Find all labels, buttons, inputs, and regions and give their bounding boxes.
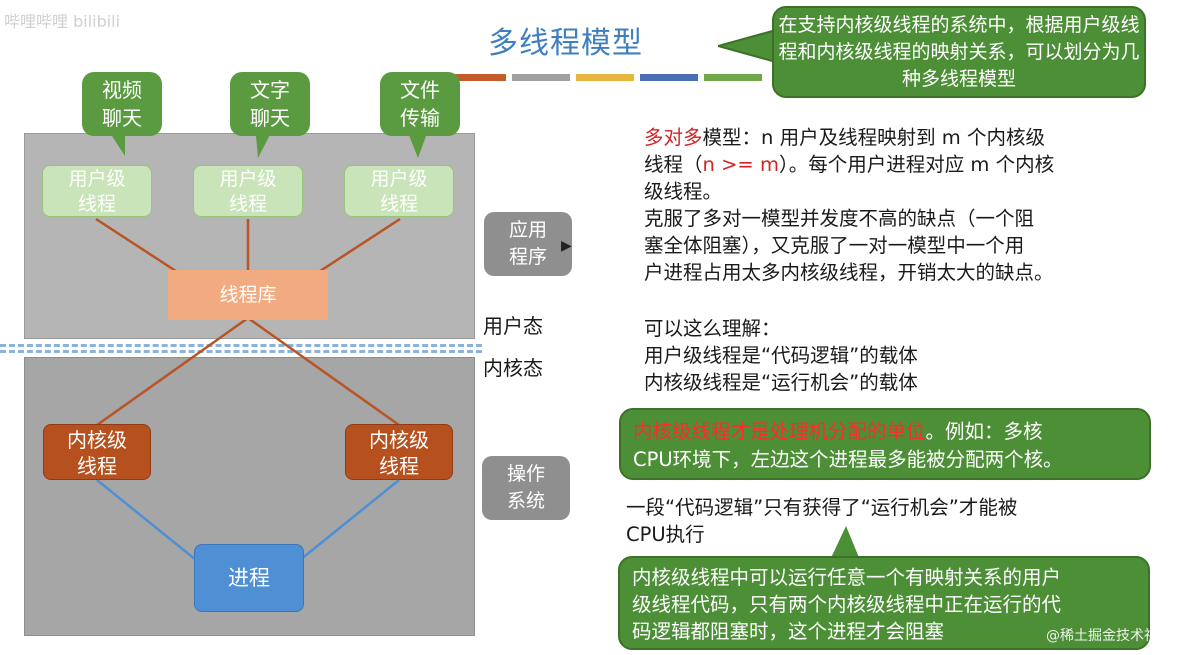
os-tag-label: 操作 系统 [506,463,545,512]
thread-library: 线程库 [168,270,328,320]
app-bubble-file-transfer: 文件 传输 [380,72,460,136]
os-tag: 操作 系统 [482,456,570,520]
process-box: 进程 [194,544,304,612]
app-bubble-video-chat: 视频 聊天 [82,72,162,136]
understand-line3: 内核级线程是“运行机会”的载体 [644,371,918,394]
user-mode-label: 用户态 [483,314,543,338]
kernel-thread-label: 内核级 线程 [369,428,429,478]
app-label: 文字 聊天 [250,78,290,130]
understanding-text: 可以这么理解： 用户级线程是“代码逻辑”的载体 内核级线程是“运行机会”的载体 [644,315,1164,396]
mode-boundary-line [0,344,482,347]
model-line1: 模型：n 用户及线程映射到 m 个内核级 [702,126,1045,149]
execution-line1: 一段“代码逻辑”只有获得了“运行机会”才能被 [626,496,1018,519]
mouse-pointer-icon: ▶ [561,238,572,254]
application-tag-label: 应用 程序 [508,219,547,268]
blocking-line2: 级线程代码，只有两个内核级线程中正在运行的代 [632,593,1062,616]
user-thread-3: 用户级 线程 [344,165,454,217]
callout-tail [718,28,777,64]
model-line2b: ）。每个用户进程对应 m 个内核 [778,153,1055,176]
application-tag: 应用 程序 [484,212,572,276]
model-condition: n >= m [702,153,779,176]
blocking-line3: 码逻辑都阻塞时，这个进程才会阻塞 [632,620,945,643]
juejin-watermark: @稀土掘金技术社区 [1046,628,1172,644]
understand-line2: 用户级线程是“代码逻辑”的载体 [644,344,918,367]
model-name: 多对多 [644,126,703,149]
model-line2a: 线程（ [644,153,703,176]
overcome-line1: 克服了多对一模型并发度不高的缺点（一个阻 [644,207,1035,230]
scheduling-unit-rest: 。例如：多核 [925,420,1043,443]
execution-line2: CPU执行 [626,523,705,546]
kernel-thread-1: 内核级 线程 [43,424,151,480]
app-label: 视频 聊天 [102,78,142,130]
blocking-line1: 内核级线程中可以运行任意一个有映射关系的用户 [632,566,1062,589]
title-stripe [512,74,570,81]
model-line3: 级线程。 [644,180,723,203]
title-stripe [704,74,762,81]
execution-note: 一段“代码逻辑”只有获得了“运行机会”才能被 CPU执行 [626,494,1166,548]
link-kt2-proc [299,479,400,561]
scheduling-unit-line2: CPU环境下，左边这个进程最多能被分配两个核。 [633,448,1063,471]
overcome-line2: 塞全体阻塞），又克服了一对一模型中一个用 [644,234,1025,257]
user-thread-label: 用户级 线程 [219,168,277,215]
app-label: 文件 传输 [400,78,440,130]
mode-boundary-line-2 [0,350,482,353]
user-thread-1: 用户级 线程 [42,165,152,217]
kernel-thread-label: 内核级 线程 [67,428,127,478]
bilibili-watermark: 哔哩哔哩 bilibili [4,12,121,31]
model-description: 多对多模型：n 用户及线程映射到 m 个内核级 线程（n >= m）。每个用户进… [644,124,1164,286]
link-kt1-proc [96,479,197,561]
overcome-line3: 户进程占用太多内核级线程，开销太大的缺点。 [644,261,1054,284]
understand-line1: 可以这么理解： [644,317,781,340]
scheduling-unit-callout: 内核级线程才是处理机分配的单位。例如：多核 CPU环境下，左边这个进程最多能被分… [619,408,1151,480]
blocking-callout: 内核级线程中可以运行任意一个有映射关系的用户 级线程代码，只有两个内核级线程中正… [618,556,1150,650]
link-lib-kt1 [96,316,249,427]
slide-title: 多线程模型 [488,26,643,61]
bottom-callout-tail [830,526,860,560]
title-stripe [576,74,634,81]
user-thread-label: 用户级 线程 [370,168,428,215]
title-stripe [448,74,506,81]
scheduling-unit-highlight: 内核级线程才是处理机分配的单位 [633,420,926,443]
user-thread-label: 用户级 线程 [68,168,126,215]
title-stripe [640,74,698,81]
app-bubble-text-chat: 文字 聊天 [230,72,310,136]
intro-callout: 在支持内核级线程的系统中，根据用户级线程和内核级线程的映射关系，可以划分为几种多… [772,6,1146,98]
kernel-mode-label: 内核态 [483,356,543,380]
link-lib-kt2 [247,316,400,427]
kernel-thread-2: 内核级 线程 [345,424,453,480]
user-thread-2: 用户级 线程 [193,165,303,217]
